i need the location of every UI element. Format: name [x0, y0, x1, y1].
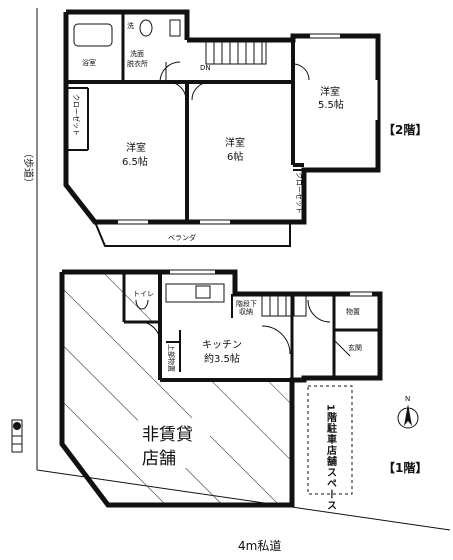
- road-label: 4m私道: [238, 539, 281, 553]
- toilet-label-1f: トイレ: [133, 290, 154, 298]
- storage-label: 物置: [346, 307, 360, 316]
- closet-west-label: クローゼット: [72, 94, 81, 136]
- room-west-size: 6.5帖: [122, 155, 148, 168]
- entrance-label: 玄関: [348, 343, 362, 352]
- parking-label: 1階駐車店舗スペース: [325, 404, 338, 511]
- storage-under-stairs-2: 収納: [239, 307, 253, 316]
- floor1-plan: [59, 269, 383, 508]
- closet-east-label: クローゼット: [295, 172, 304, 214]
- upper-storage-label: 上部物置: [167, 344, 176, 372]
- toilet-label-2f: 洗: [127, 21, 134, 30]
- sidewalk-label: （歩道）: [22, 148, 35, 188]
- floor2-level-label: 【2階】: [383, 122, 427, 137]
- bath-label: 浴室: [82, 58, 96, 67]
- balcony-label: ベランダ: [168, 233, 196, 242]
- north-arrow-icon: N: [397, 395, 419, 429]
- floor2-plan: [63, 9, 381, 247]
- kitchen-size: 約3.5帖: [204, 352, 240, 365]
- kitchen-name: キッチン: [202, 339, 242, 351]
- room-west-name: 洋室: [126, 141, 146, 154]
- shop-label-1: 非賃貸: [142, 425, 193, 445]
- floor1-level-label: 【1階】: [383, 460, 427, 475]
- washroom-label-1: 洗面: [130, 49, 144, 58]
- utility-pole-icon: [11, 419, 23, 453]
- room-center-size: 6帖: [227, 150, 243, 163]
- room-east-size: 5.5帖: [318, 98, 344, 111]
- dn-label: DN: [200, 64, 211, 72]
- storage-under-stairs-1: 階段下: [236, 299, 257, 308]
- washroom-label-2: 脱衣所: [127, 59, 148, 68]
- room-center-name: 洋室: [225, 136, 245, 149]
- room-east-name: 洋室: [320, 85, 340, 98]
- shop-label-2: 店舗: [142, 449, 176, 469]
- north-label: N: [405, 395, 410, 403]
